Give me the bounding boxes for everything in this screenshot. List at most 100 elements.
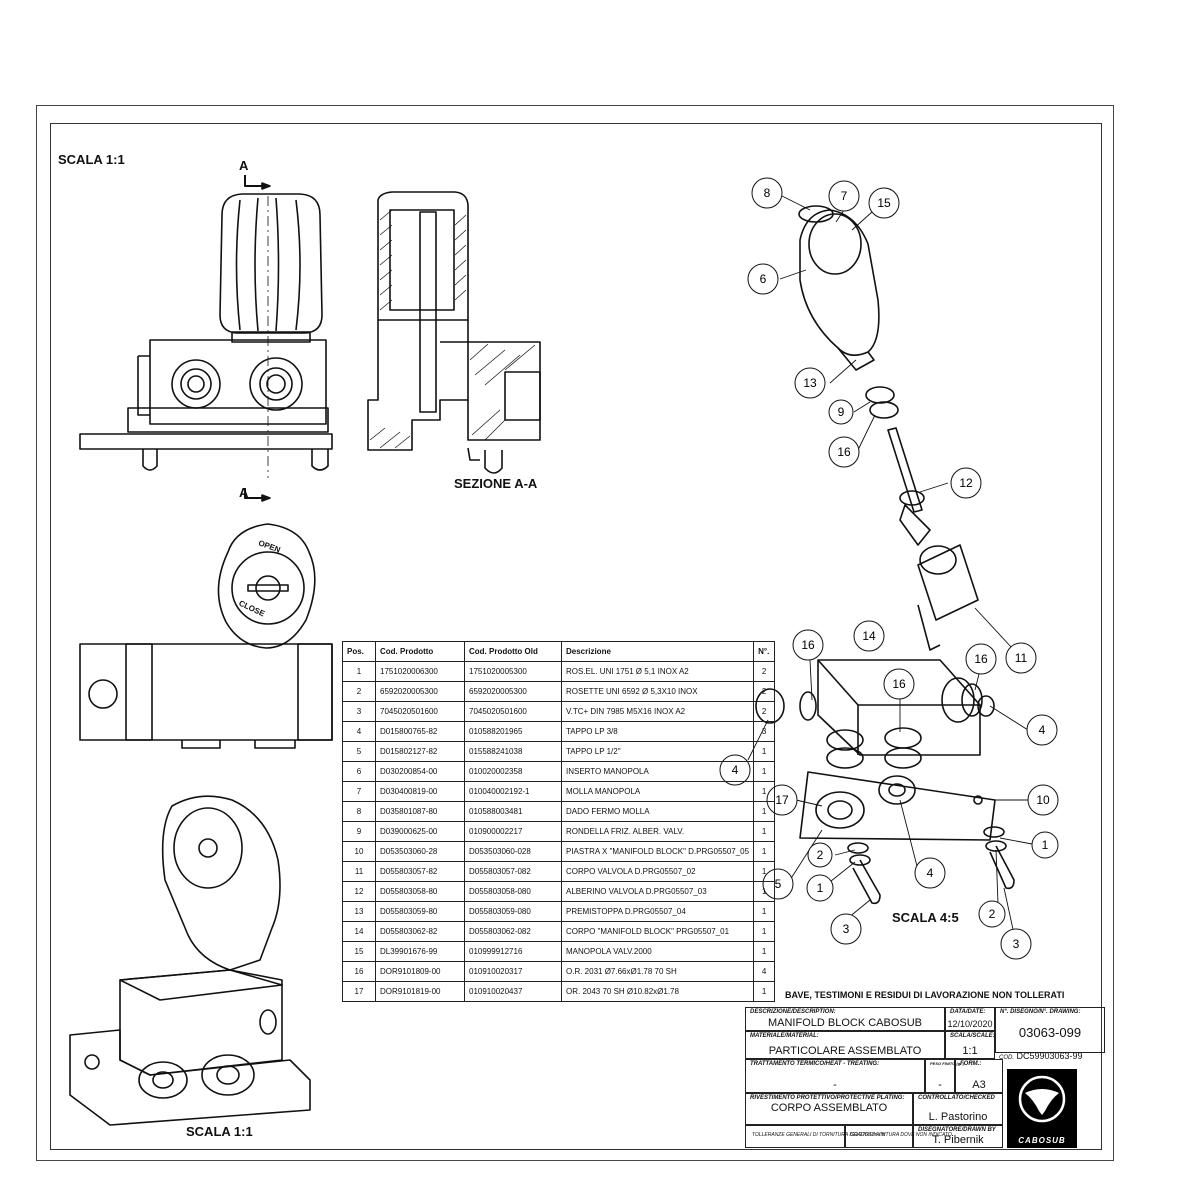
description-cell: DESCRIZIONE/DESCRIPTION: MANIFOLD BLOCK …	[745, 1007, 945, 1031]
balloon: 8	[751, 177, 783, 209]
bom-pos: 16	[342, 961, 376, 982]
svg-text:6: 6	[760, 272, 767, 286]
date-value: 12/10/2020	[947, 1019, 993, 1029]
bom-old-code: 010040002192-1	[464, 781, 562, 802]
bom-qty: 1	[753, 981, 776, 1002]
bom-code: D055803057-82	[375, 861, 465, 882]
bom-qty: 1	[753, 881, 776, 902]
balloon: 16	[883, 668, 915, 700]
svg-text:2: 2	[989, 907, 996, 921]
bom-header-qty: N°.	[753, 641, 776, 662]
bom-header-pos: Pos.	[342, 641, 376, 662]
section-marker-bottom: A	[239, 485, 249, 500]
format-cell: FORM.: A3	[955, 1059, 1003, 1093]
bom-old-code: D055803062-082	[464, 921, 562, 942]
bom-header-code: Cod. Prodotto	[375, 641, 465, 662]
balloon: 16	[828, 436, 860, 468]
front-view	[79, 175, 333, 502]
bom-code: DOR9101809-00	[375, 961, 465, 982]
bom-code: D053503060-28	[375, 841, 465, 862]
svg-text:17: 17	[775, 793, 789, 807]
balloon: 2	[978, 900, 1006, 928]
bom-pos: 3	[342, 701, 376, 722]
svg-text:4: 4	[927, 866, 934, 880]
bom-pos: 6	[342, 761, 376, 782]
scale-value: 1:1	[962, 1045, 978, 1057]
bom-qty: 1	[753, 841, 776, 862]
tolerance-warning: BAVE, TESTIMONI E RESIDUI DI LAVORAZIONE…	[785, 990, 1065, 1000]
bom-old-code: D055803058-080	[464, 881, 562, 902]
bom-pos: 12	[342, 881, 376, 902]
bom-old-code: 010910020317	[464, 961, 562, 982]
bom-description: DADO FERMO MOLLA	[560, 801, 755, 822]
balloon: 4	[1026, 714, 1058, 746]
bom-old-code: 010900002217	[464, 821, 562, 842]
bom-qty: 1	[753, 741, 776, 762]
svg-text:9: 9	[838, 405, 845, 419]
bom-qty: 1	[753, 941, 776, 962]
bom-pos: 2	[342, 681, 376, 702]
bom-pos: 14	[342, 921, 376, 942]
balloon: 3	[830, 913, 862, 945]
bom-old-code: 010999912716	[464, 941, 562, 962]
code-line: COD. DC59903063-99	[999, 1051, 1083, 1061]
balloon: 12	[950, 467, 982, 499]
svg-text:16: 16	[801, 638, 815, 652]
bom-qty: 1	[753, 861, 776, 882]
svg-text:16: 16	[974, 652, 988, 666]
bom-old-code: D055803059-080	[464, 901, 562, 922]
bom-code: DOR9101819-00	[375, 981, 465, 1002]
coating-value: CORPO ASSEMBLATO	[770, 1102, 888, 1114]
balloon: 1	[1031, 831, 1059, 859]
bom-description: PIASTRA X "MANIFOLD BLOCK" D.PRG05507_05	[560, 841, 755, 862]
bom-old-code: 1751020005300	[464, 661, 562, 682]
balloon: 16	[792, 629, 824, 661]
bom-header-row: Pos. Cod. Prodotto Cod. Prodotto Old Des…	[342, 641, 776, 662]
bom-pos: 4	[342, 721, 376, 742]
balloon: 15	[868, 187, 900, 219]
material-value: PARTICOLARE ASSEMBLATO	[768, 1045, 922, 1057]
bom-qty: 1	[753, 781, 776, 802]
coating-cell: RIVESTIMENTO PROTETTIVO/PROTECTIVE PLATI…	[745, 1093, 913, 1125]
svg-text:12: 12	[959, 476, 973, 490]
drawn-by: T. Pibernik	[932, 1134, 984, 1146]
isometric-view	[69, 795, 311, 1126]
bom-qty: 2	[753, 661, 776, 682]
balloon: 16	[965, 643, 997, 675]
weight-cell: PESO FINITO (gr.) -	[925, 1059, 964, 1093]
bom-pos: 15	[342, 941, 376, 962]
bom-description: RONDELLA FRIZ. ALBER. VALV.	[560, 821, 755, 842]
code-value: DC59903063-99	[1016, 1051, 1083, 1061]
scale-label-top: SCALA 1:1	[58, 152, 125, 167]
svg-text:3: 3	[843, 922, 850, 936]
svg-text:8: 8	[764, 186, 771, 200]
bom-code: 1751020006300	[375, 661, 465, 682]
scale-label-bottom: SCALA 1:1	[186, 1124, 253, 1139]
bom-description: CORPO "MANIFOLD BLOCK" PRG05507_01	[560, 921, 755, 942]
cabosub-logo: CABOSUB	[1007, 1069, 1077, 1148]
bom-description: ALBERINO VALVOLA D.PRG05507_03	[560, 881, 755, 902]
svg-text:1: 1	[817, 881, 824, 895]
bom-pos: 17	[342, 981, 376, 1002]
bom-code: D015800765-82	[375, 721, 465, 742]
bom-pos: 5	[342, 741, 376, 762]
bom-header-description: Descrizione	[560, 641, 755, 662]
svg-text:2: 2	[817, 848, 824, 862]
bom-code: DL39901676-99	[375, 941, 465, 962]
bom-description: MANOPOLA VALV.2000	[560, 941, 755, 962]
svg-text:7: 7	[841, 189, 848, 203]
format-value: A3	[972, 1079, 986, 1091]
bom-old-code: 010588201965	[464, 721, 562, 742]
material-cell: MATERIALE/MATERIAL: PARTICOLARE ASSEMBLA…	[745, 1031, 945, 1059]
checked-by: L. Pastorino	[928, 1111, 988, 1123]
bom-code: D055803059-80	[375, 901, 465, 922]
bom-old-code: 010910020437	[464, 981, 562, 1002]
